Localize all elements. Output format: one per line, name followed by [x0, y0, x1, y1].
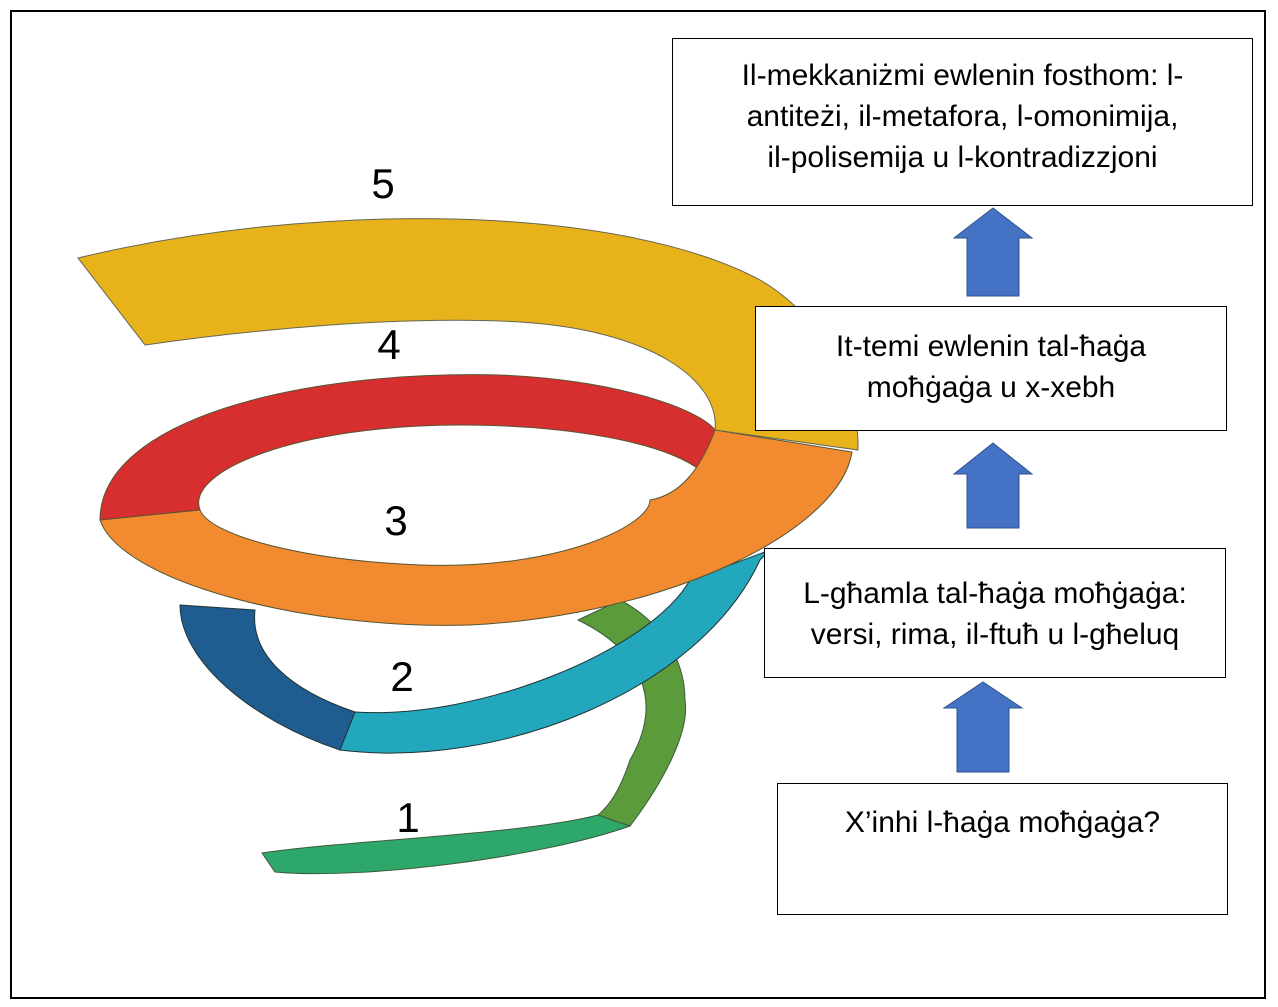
step-box-3: It-temi ewlenin tal-ħaġa moħġaġa u x-xeb… — [755, 306, 1227, 431]
level-number-5: 5 — [371, 160, 395, 207]
level-number-4: 4 — [377, 321, 401, 368]
spiral-band-1 — [261, 814, 632, 875]
step-box-2-line1: L-għamla tal-ħaġa moħġaġa: — [803, 577, 1187, 610]
spiral-band-2 — [339, 549, 771, 754]
spiral-band-2-dark — [179, 604, 356, 751]
step-box-1-text: X’inhi l-ħaġa moħġaġa? — [844, 806, 1161, 839]
step-box-2-line2: versi, rima, il-ftuħ u l-għeluq — [810, 618, 1180, 651]
step-box-1: X’inhi l-ħaġa moħġaġa? — [777, 783, 1228, 915]
step-box-4: Il-mekkaniżmi ewlenin fosthom: l- antite… — [672, 38, 1253, 206]
arrow-up-icon — [952, 207, 1034, 297]
level-number-2: 2 — [390, 653, 414, 700]
step-box-3-line2: moħġaġa u x-xebh — [866, 371, 1116, 404]
level-number-3: 3 — [384, 497, 408, 544]
level-number-1: 1 — [396, 794, 420, 841]
step-box-3-line1: It-temi ewlenin tal-ħaġa — [835, 330, 1147, 363]
arrow-up-icon — [942, 681, 1024, 773]
step-box-4-line1: Il-mekkaniżmi ewlenin fosthom: l- — [741, 59, 1184, 92]
step-box-2: L-għamla tal-ħaġa moħġaġa: versi, rima, … — [764, 548, 1226, 678]
step-box-4-line3: il-polisemija u l-kontradizzjoni — [767, 141, 1158, 174]
spiral-band-5 — [77, 218, 859, 451]
step-box-4-line2: antiteżi, il-metafora, l-omonimija, — [746, 100, 1179, 133]
spiral-band-3 — [99, 429, 853, 626]
arrow-up-icon — [952, 442, 1034, 529]
diagram-frame — [10, 10, 1266, 999]
